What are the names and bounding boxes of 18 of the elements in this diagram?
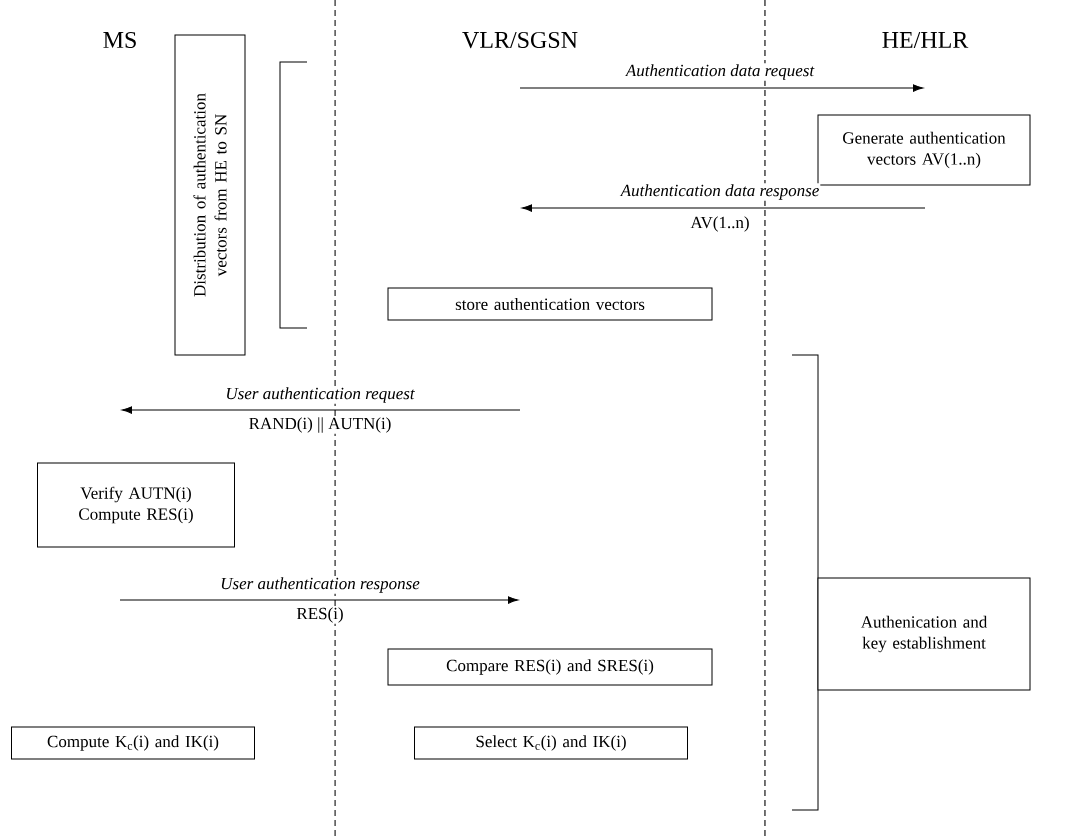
message-parameter: RES(i) xyxy=(295,606,345,624)
process-box: Generate authentication vectors AV(1..n) xyxy=(817,114,1031,186)
message-parameter: RAND(i) || AUTN(i) xyxy=(247,416,393,434)
process-box: Compare RES(i) and SRES(i) xyxy=(387,648,713,686)
message-label: User authentication response xyxy=(219,576,421,594)
process-box: Compute K$_{c}$(i) and IK(i) xyxy=(11,726,255,760)
message-parameter: AV(1..n) xyxy=(689,215,751,233)
process-box: Authenication and key establishment xyxy=(817,577,1031,691)
process-box: Select K$_{c}$(i) and IK(i) xyxy=(414,726,688,760)
participant-label: HE/HLR xyxy=(880,31,970,50)
message-label: User authentication request xyxy=(224,386,416,404)
message-label: Authentication data response xyxy=(619,183,821,201)
process-box: store authentication vectors xyxy=(387,287,713,321)
participant-label: VLR/SGSN xyxy=(461,30,579,50)
participant-label: MS xyxy=(101,30,139,50)
process-box: Verify AUTN(i) Compute RES(i) xyxy=(37,462,235,548)
message-label: Authentication data request xyxy=(624,63,816,81)
process-box: Distribution of authentication vectors from HE to SN xyxy=(174,34,246,356)
